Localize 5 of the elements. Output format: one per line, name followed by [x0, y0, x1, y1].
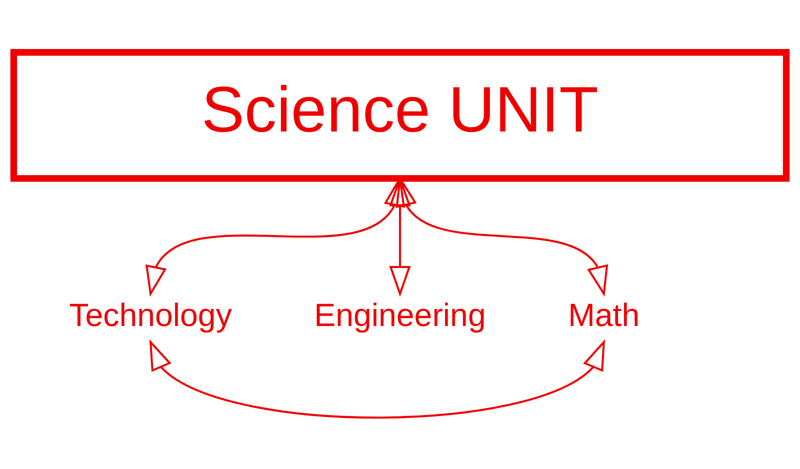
node-text: Technology — [69, 296, 232, 333]
node-text: Engineering — [314, 296, 486, 333]
node-text: Math — [568, 296, 640, 333]
arrow — [149, 338, 606, 418]
node-box: Science UNIT — [10, 48, 790, 182]
